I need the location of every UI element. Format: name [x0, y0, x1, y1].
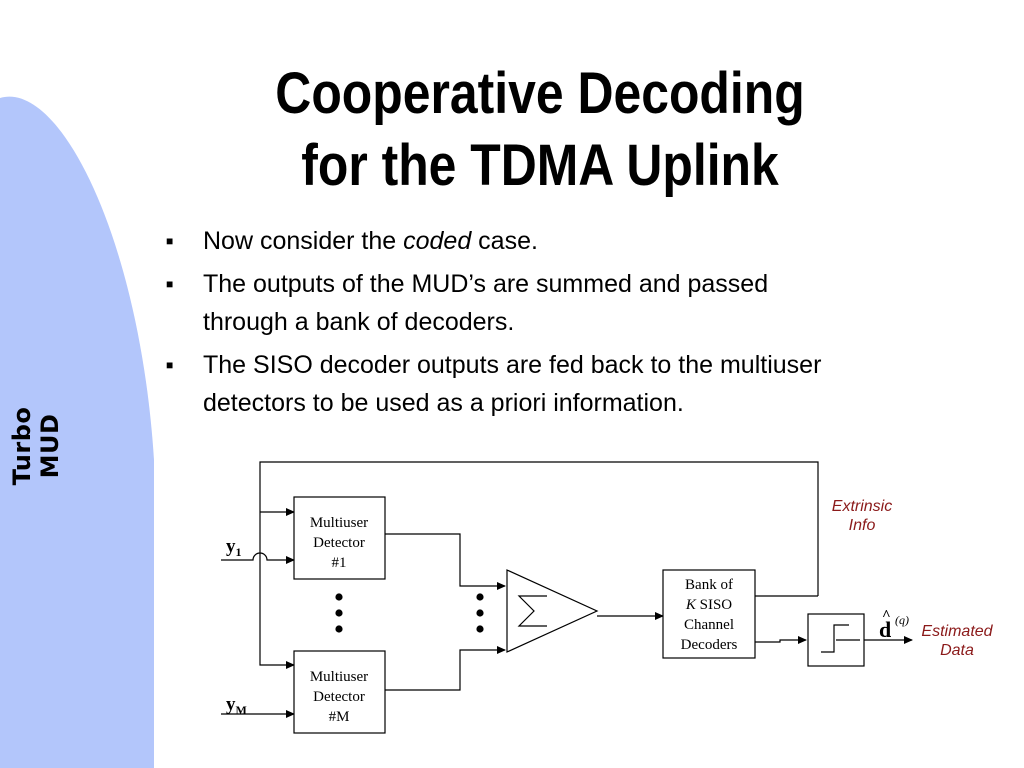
bullet-item: ■ Now consider the coded case.: [166, 222, 1006, 260]
step-function-icon: [821, 624, 860, 653]
bullet-item: ■ The outputs of the MUD’s are summed an…: [166, 265, 1006, 341]
connections: [221, 461, 913, 718]
extrinsic-info-label: Extrinsic Info: [832, 498, 892, 534]
title-line-2: for the TDMA Uplink: [301, 133, 779, 198]
summer-block: [506, 569, 599, 653]
svg-text:(q): (q): [895, 613, 909, 627]
sigma-icon: [517, 595, 547, 627]
slicer-block: [807, 613, 865, 667]
svg-text:Data: Data: [940, 642, 974, 659]
bullet-item: ■ The SISO decoder outputs are fed back …: [166, 346, 1006, 422]
bullet-square-icon: ■: [166, 234, 174, 248]
svg-text:Extrinsic: Extrinsic: [832, 498, 892, 515]
output-symbol: d ^ (q): [879, 608, 909, 642]
svg-text:K SISO: K SISO: [685, 597, 732, 613]
svg-text:Channel: Channel: [684, 617, 734, 633]
input-ym-label: yM: [226, 694, 247, 717]
svg-text:Estimated: Estimated: [921, 623, 993, 640]
bullet-emphasis: coded: [403, 227, 472, 255]
multiuser-detector-1: Multiuser Detector #1: [293, 496, 386, 580]
ellipsis-dots-summer: [476, 593, 484, 633]
svg-text:Multiuser: Multiuser: [310, 669, 368, 685]
title-line-1: Cooperative Decoding: [275, 61, 805, 126]
svg-text:^: ^: [882, 608, 891, 624]
bullet-square-icon: ■: [166, 358, 174, 372]
svg-text:Info: Info: [849, 517, 876, 534]
bullet-list: ■ Now consider the coded case. ■ The out…: [166, 222, 1006, 427]
slide-title: Cooperative Decoding for the TDMA Uplink: [213, 58, 867, 202]
side-band: [0, 96, 154, 768]
svg-text:Detector: Detector: [313, 535, 365, 551]
multiuser-detector-m: Multiuser Detector #M: [293, 650, 386, 734]
estimated-data-label: Estimated Data: [921, 623, 993, 659]
siso-decoder-bank: Bank of K SISO Channel Decoders: [662, 569, 756, 659]
svg-text:Decoders: Decoders: [681, 637, 738, 653]
ellipsis-dots-detectors: [335, 593, 343, 633]
svg-text:#M: #M: [329, 709, 350, 725]
svg-text:#1: #1: [332, 555, 347, 571]
svg-text:Bank of: Bank of: [685, 577, 733, 593]
input-y1-label: y1: [226, 536, 242, 559]
svg-text:Detector: Detector: [313, 689, 365, 705]
svg-text:d: d: [879, 617, 891, 642]
side-band-shape: [0, 96, 154, 768]
svg-text:Multiuser: Multiuser: [310, 515, 368, 531]
bullet-square-icon: ■: [166, 277, 174, 291]
